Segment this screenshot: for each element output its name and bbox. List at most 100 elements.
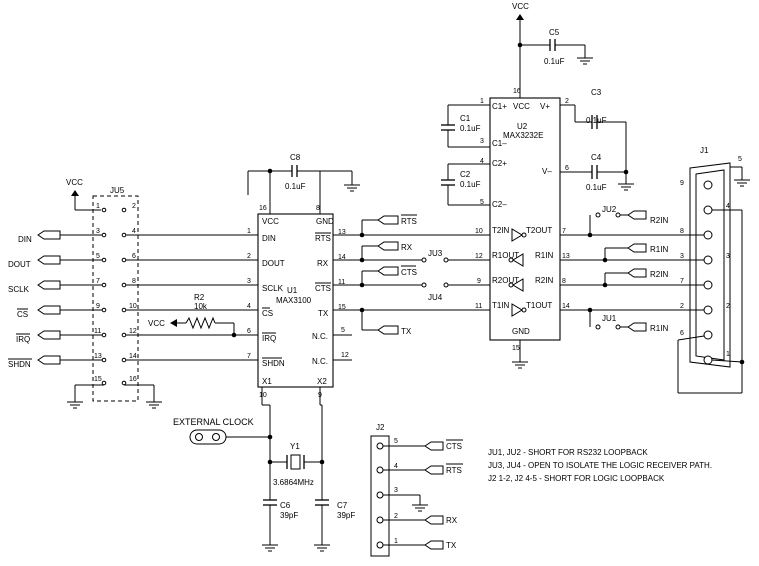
svg-text:CTS: CTS bbox=[315, 284, 331, 293]
svg-text:V+: V+ bbox=[540, 102, 550, 111]
svg-text:TX: TX bbox=[318, 309, 329, 318]
svg-text:RTS: RTS bbox=[315, 234, 331, 243]
svg-text:10: 10 bbox=[259, 392, 267, 399]
svg-text:1: 1 bbox=[247, 228, 251, 235]
svg-text:T2OUT: T2OUT bbox=[526, 226, 552, 235]
svg-text:4: 4 bbox=[132, 228, 136, 235]
svg-text:9: 9 bbox=[96, 303, 100, 310]
svg-text:5: 5 bbox=[738, 156, 742, 163]
svg-text:T2IN: T2IN bbox=[492, 226, 510, 235]
side-label-tx: TX bbox=[401, 327, 412, 336]
svg-text:2: 2 bbox=[132, 203, 136, 210]
svg-text:11: 11 bbox=[338, 279, 345, 286]
svg-text:15: 15 bbox=[94, 376, 102, 383]
svg-text:1: 1 bbox=[726, 351, 730, 358]
ju5-label: JU5 bbox=[110, 186, 125, 195]
capacitor-c8: C8 0.1uF bbox=[247, 153, 360, 214]
crystal-freq: 3.6864MHz bbox=[273, 478, 314, 487]
svg-text:12: 12 bbox=[129, 328, 137, 335]
u2-to-j1-wiring: JU2 R2IN 8 R1IN 3 R2IN 7 JU1 R1IN 2 bbox=[560, 205, 708, 333]
svg-text:5: 5 bbox=[341, 327, 345, 334]
svg-text:C5: C5 bbox=[549, 28, 560, 37]
clock-section: EXTERNAL CLOCK Y1 3.6864MHz C6 39pF C7 3… bbox=[173, 387, 355, 552]
note-2: JU3, JU4 - OPEN TO ISOLATE THE LOGIC REC… bbox=[488, 461, 712, 470]
svg-text:R2IN: R2IN bbox=[650, 270, 668, 279]
svg-text:6: 6 bbox=[680, 330, 684, 337]
capacitors-c1-c2: C1 0.1uF C2 0.1uF bbox=[441, 104, 490, 206]
svg-text:DOUT: DOUT bbox=[262, 259, 285, 268]
svg-text:R1IN: R1IN bbox=[650, 245, 668, 254]
svg-text:16: 16 bbox=[513, 88, 521, 95]
svg-text:GND: GND bbox=[512, 327, 530, 336]
svg-text:1: 1 bbox=[96, 203, 100, 210]
svg-text:14: 14 bbox=[129, 353, 137, 360]
side-label-rts: RTS bbox=[401, 217, 417, 226]
svg-text:4: 4 bbox=[247, 303, 251, 310]
svg-text:3: 3 bbox=[247, 278, 251, 285]
svg-text:J1: J1 bbox=[700, 146, 709, 155]
resistor-r2: R2 10k VCC bbox=[148, 293, 237, 338]
svg-text:0.1uF: 0.1uF bbox=[285, 182, 306, 191]
svg-text:1: 1 bbox=[394, 538, 398, 545]
svg-text:T1IN: T1IN bbox=[492, 301, 510, 310]
svg-text:2: 2 bbox=[565, 98, 569, 105]
svg-text:2: 2 bbox=[394, 513, 398, 520]
svg-text:3: 3 bbox=[726, 253, 730, 260]
u1-part: MAX3100 bbox=[276, 296, 312, 305]
svg-text:10: 10 bbox=[475, 228, 483, 235]
svg-text:7: 7 bbox=[680, 278, 684, 285]
svg-text:7: 7 bbox=[247, 353, 251, 360]
svg-text:0.1uF: 0.1uF bbox=[460, 180, 481, 189]
svg-text:C2: C2 bbox=[460, 170, 471, 179]
input-irq: IRQ bbox=[16, 335, 30, 344]
external-clock-label: EXTERNAL CLOCK bbox=[173, 417, 254, 427]
svg-text:9: 9 bbox=[680, 180, 684, 187]
svg-text:R2OUT: R2OUT bbox=[492, 276, 519, 285]
svg-text:6: 6 bbox=[247, 328, 251, 335]
note-3: J2 1-2, J2 4-5 - SHORT FOR LOGIC LOOPBAC… bbox=[488, 474, 665, 483]
note-1: JU1, JU2 - SHORT FOR RS232 LOOPBACK bbox=[488, 448, 648, 457]
svg-text:11: 11 bbox=[94, 328, 101, 335]
svg-text:15: 15 bbox=[512, 345, 520, 352]
svg-text:0.1uF: 0.1uF bbox=[586, 116, 607, 125]
svg-text:39pF: 39pF bbox=[280, 511, 298, 520]
capacitors-c3-c4: C3 0.1uF C4 0.1uF bbox=[560, 88, 634, 192]
u2-part: MAX3232E bbox=[503, 131, 543, 140]
svg-text:RX: RX bbox=[446, 516, 458, 525]
svg-text:7: 7 bbox=[562, 228, 566, 235]
u2-power: VCC C5 0.1uF bbox=[512, 2, 593, 98]
u1-pins: VCC GND DIN DOUT SCLK CS IRQ SHDN X1 RTS… bbox=[247, 205, 352, 399]
svg-text:R1IN: R1IN bbox=[535, 251, 553, 260]
svg-text:C1: C1 bbox=[460, 114, 471, 123]
notes: JU1, JU2 - SHORT FOR RS232 LOOPBACK JU3,… bbox=[488, 448, 712, 483]
svg-text:R2IN: R2IN bbox=[650, 216, 668, 225]
connector-j1: J1 5 9 4 3 2 6 1 bbox=[677, 146, 750, 394]
svg-text:C2–: C2– bbox=[492, 200, 507, 209]
svg-text:C7: C7 bbox=[337, 501, 348, 510]
svg-text:12: 12 bbox=[475, 253, 483, 260]
side-label-rx: RX bbox=[401, 243, 413, 252]
svg-text:3: 3 bbox=[96, 228, 100, 235]
svg-text:VCC: VCC bbox=[513, 102, 530, 111]
svg-text:5: 5 bbox=[480, 199, 484, 206]
svg-text:3: 3 bbox=[394, 487, 398, 494]
svg-text:13: 13 bbox=[338, 229, 346, 236]
connector-j2: J2 5 4 3 2 1 CTS RTS RX TX bbox=[370, 423, 463, 557]
svg-text:16: 16 bbox=[129, 376, 137, 383]
u1-to-u2-wiring: RTS RX JU3 CTS JU4 TX 10 12 9 bbox=[333, 214, 501, 336]
vcc-top-label: VCC bbox=[512, 2, 529, 11]
svg-text:12: 12 bbox=[341, 352, 349, 359]
svg-text:SCLK: SCLK bbox=[262, 284, 284, 293]
svg-text:C2+: C2+ bbox=[492, 159, 507, 168]
ju5-pins: 1 2 3 4 5 6 7 8 9 10 11 12 13 14 15 16 bbox=[94, 203, 137, 386]
svg-text:C4: C4 bbox=[591, 153, 602, 162]
svg-text:N.C.: N.C. bbox=[312, 357, 328, 366]
ju1-label: JU1 bbox=[602, 314, 617, 323]
svg-text:14: 14 bbox=[338, 254, 346, 261]
input-signals: DIN DOUT SCLK CS IRQ SHDN bbox=[8, 230, 258, 409]
svg-text:RX: RX bbox=[317, 259, 329, 268]
ju4-label: JU4 bbox=[428, 293, 443, 302]
svg-text:14: 14 bbox=[562, 303, 570, 310]
svg-text:10: 10 bbox=[129, 303, 137, 310]
